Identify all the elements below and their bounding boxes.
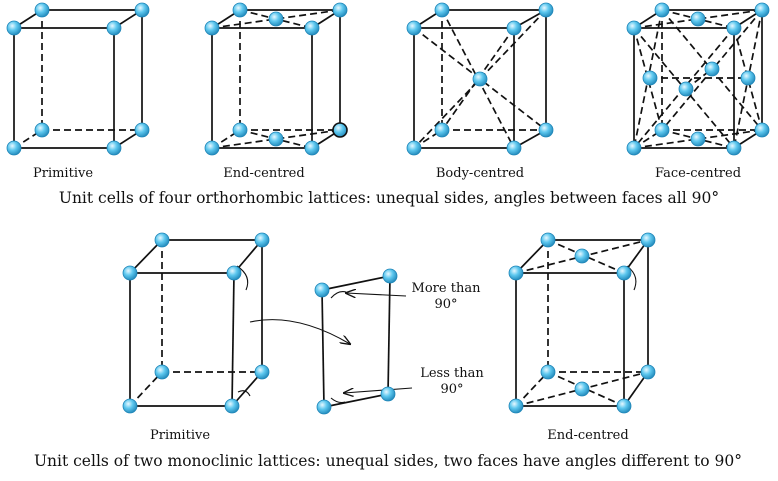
lattice-point xyxy=(226,265,242,281)
ortho-primitive-label: Primitive xyxy=(32,166,94,181)
lattice-atoms xyxy=(6,2,770,415)
lattice-point xyxy=(122,398,138,414)
lattice-point xyxy=(154,364,170,380)
lattice-point xyxy=(434,2,450,18)
lattice-point xyxy=(304,140,320,156)
lattice-point xyxy=(406,20,422,36)
lattice-point xyxy=(204,20,220,36)
lattice-point xyxy=(224,398,240,414)
lattice-point xyxy=(506,20,522,36)
lattice-point xyxy=(472,71,488,87)
lattice-point xyxy=(34,2,50,18)
lattice-point xyxy=(704,61,720,77)
lattice-point xyxy=(382,268,398,284)
lattice-point xyxy=(6,20,22,36)
more-than-degrees: 90° xyxy=(434,297,458,312)
more-than-text: More than xyxy=(411,281,481,296)
lattice-point xyxy=(254,364,270,380)
lattice-point xyxy=(538,122,554,138)
lattice-point xyxy=(626,20,642,36)
lattice-point xyxy=(574,381,590,397)
lattice-point xyxy=(134,122,150,138)
lattice-point xyxy=(654,122,670,138)
less-than-text: Less than xyxy=(420,366,484,381)
ortho-primitive-cell xyxy=(13,9,143,149)
lattice-point xyxy=(690,131,706,147)
lattice-point xyxy=(316,399,332,415)
lattice-point xyxy=(332,2,348,18)
less-than-annotation: Less than 90° xyxy=(420,366,484,398)
lattice-point xyxy=(726,20,742,36)
mono-primitive-cell xyxy=(129,239,350,407)
lattice-point xyxy=(678,81,694,97)
mono-end-centred-label: End-centred xyxy=(547,428,629,443)
ortho-face-centred-label: Face-centred xyxy=(654,166,742,181)
lattice-point xyxy=(254,232,270,248)
lattice-point xyxy=(574,248,590,264)
lattice-point xyxy=(626,140,642,156)
ortho-end-centred-cell xyxy=(211,9,341,149)
lattice-point xyxy=(508,265,524,281)
lattice-point xyxy=(268,11,284,27)
mono-tilted-face xyxy=(321,275,413,408)
mono-primitive-label: Primitive xyxy=(149,428,211,443)
lattice-point xyxy=(106,20,122,36)
lattice-point xyxy=(616,265,632,281)
lattice-point xyxy=(204,140,220,156)
lattice-point-outlined xyxy=(332,122,348,138)
lattice-point xyxy=(304,20,320,36)
lattice-point xyxy=(380,386,396,402)
lattice-point xyxy=(754,122,770,138)
lattice-point xyxy=(122,265,138,281)
ortho-body-centred-label: Body-centred xyxy=(435,166,525,181)
lattice-point xyxy=(540,232,556,248)
lattice-point xyxy=(690,11,706,27)
lattice-point xyxy=(314,282,330,298)
more-than-annotation: More than 90° xyxy=(412,281,481,313)
lattice-point xyxy=(434,122,450,138)
mono-end-centred-cell xyxy=(515,239,649,407)
lattice-point xyxy=(754,2,770,18)
lattice-point xyxy=(540,364,556,380)
lattice-point xyxy=(508,398,524,414)
lattice-point xyxy=(232,122,248,138)
lattice-point xyxy=(6,140,22,156)
monoclinic-caption: Unit cells of two monoclinic lattices: u… xyxy=(33,452,743,470)
lattice-point xyxy=(34,122,50,138)
lattice-point xyxy=(406,140,422,156)
lattice-point xyxy=(726,140,742,156)
lattice-point xyxy=(642,70,658,86)
orthorhombic-caption: Unit cells of four orthorhombic lattices… xyxy=(58,189,720,207)
lattice-point xyxy=(616,398,632,414)
lattice-point xyxy=(134,2,150,18)
ortho-end-centred-label: End-centred xyxy=(223,166,305,181)
lattice-point xyxy=(654,2,670,18)
lattice-point xyxy=(640,232,656,248)
lattice-point xyxy=(268,131,284,147)
lattice-point xyxy=(640,364,656,380)
lattice-point xyxy=(538,2,554,18)
lattice-point xyxy=(154,232,170,248)
lattice-point xyxy=(506,140,522,156)
lattice-point xyxy=(232,2,248,18)
lattice-point xyxy=(106,140,122,156)
lattice-point xyxy=(740,70,756,86)
less-than-degrees: 90° xyxy=(440,382,464,397)
